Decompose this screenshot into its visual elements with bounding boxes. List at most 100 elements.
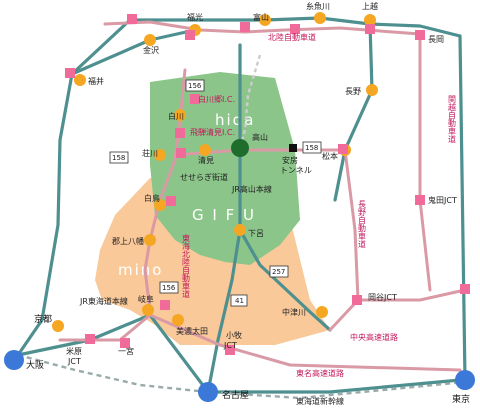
region-mino: mino: [118, 261, 163, 279]
route-shield-158a: 158: [109, 151, 129, 164]
label-nakatsugawa: 中津川: [282, 307, 306, 317]
rail-fukui-kanazawa: [70, 28, 197, 76]
ic-marker-2[interactable]: [240, 22, 250, 32]
hida-region: [150, 72, 300, 265]
rail-takayama-gero: [238, 146, 332, 332]
ic-marker-10[interactable]: [176, 148, 186, 158]
ic-marker-14[interactable]: [352, 295, 362, 305]
label-jr-takayama: JR高山本線: [231, 184, 272, 194]
label-nagoya: 名古屋: [222, 389, 249, 401]
rail-east: [458, 34, 467, 382]
label-shirakawa: 白川: [168, 111, 184, 121]
route-shield-156b: 156: [159, 281, 179, 294]
abo-tunnel-marker: [289, 144, 297, 152]
region-hida: hida: [215, 111, 255, 129]
city-marker-osaka[interactable]: [4, 350, 24, 370]
station-dot-toyama[interactable]: [259, 14, 271, 26]
label-tomei-exp: 東名高速道路: [296, 368, 344, 378]
station-dot-nakatsugawa[interactable]: [316, 306, 328, 318]
ic-marker-16[interactable]: [120, 338, 130, 348]
station-dot-gujo[interactable]: [144, 234, 156, 246]
label-fujimi-jct: 鬼田JCT: [428, 195, 457, 205]
rail-tokaido: [16, 313, 462, 394]
label-matsumoto: 松本: [322, 151, 338, 161]
label-tokai-hokuriku-exp: 東海北陸自動車道: [182, 233, 191, 299]
ic-marker-11[interactable]: [338, 144, 348, 154]
station-dot-shirotori[interactable]: [154, 199, 166, 211]
label-minoota: 美濃太田: [176, 326, 208, 336]
ic-marker-19[interactable]: [460, 284, 470, 294]
ic-marker-17[interactable]: [225, 345, 235, 355]
ic-marker-6[interactable]: [65, 68, 75, 78]
station-dot-kiyomi[interactable]: [199, 144, 211, 156]
label-takayama: 高山: [252, 132, 268, 142]
station-dot-gero[interactable]: [234, 224, 246, 236]
label-osaka: 大阪: [26, 359, 44, 371]
takayama-marker[interactable]: [231, 139, 249, 157]
exp-meishin: [58, 313, 462, 372]
station-dot-joetsu[interactable]: [364, 14, 376, 26]
station-dot-minoota[interactable]: [172, 314, 184, 326]
station-dot-gifu[interactable]: [142, 304, 154, 316]
svg-text:158: 158: [112, 154, 125, 162]
jr-takayama-dashed: [238, 54, 262, 149]
interchange-markers: [65, 14, 470, 355]
label-fukui: 福井: [88, 76, 104, 86]
label-tokyo: 東京: [452, 393, 470, 405]
ic-marker-9[interactable]: [175, 128, 185, 138]
label-fukumitsu: 福光: [187, 12, 203, 22]
label-jr-tokaido: JR東海道本線: [79, 296, 128, 306]
station-dot-shokawa[interactable]: [154, 149, 166, 161]
rail-west-coast: [16, 18, 132, 357]
station-dot-itoigawa[interactable]: [314, 12, 326, 24]
svg-text:41: 41: [235, 297, 244, 305]
station-dot-nagano[interactable]: [366, 84, 378, 96]
ic-marker-7[interactable]: [185, 30, 195, 40]
label-nagaoka: 長岡: [428, 35, 444, 44]
label-toyama: 富山: [253, 12, 269, 22]
city-marker-nagoya[interactable]: [198, 382, 218, 402]
exp-kanetsu: [418, 32, 432, 292]
label-kanetsu-exp: 関越自動車道: [448, 95, 457, 144]
label-hidakiyomi-ic: 飛騨清見I.C.: [190, 127, 235, 137]
station-dot-shirakawa[interactable]: [174, 109, 186, 121]
ic-marker-4[interactable]: [365, 24, 375, 34]
label-kanazawa: 金沢: [143, 45, 159, 55]
svg-text:158: 158: [305, 144, 318, 152]
route-shields: 156 158 158 156 257 41: [109, 79, 322, 307]
ic-marker-1[interactable]: [127, 14, 137, 24]
route-shield-158b: 158: [302, 141, 322, 154]
exp-nagano: [343, 148, 360, 302]
station-dot-fukui[interactable]: [74, 74, 86, 86]
label-tokaido-shinkansen: 東海道新幹線: [296, 396, 344, 406]
rail-matsumoto-nagano: [333, 22, 374, 202]
label-joetsu: 上越: [362, 1, 378, 11]
label-okaya-jct: 岡谷JCT: [368, 293, 397, 302]
route-shield-41: 41: [230, 294, 248, 307]
ic-marker-18[interactable]: [85, 334, 95, 344]
ic-marker-12[interactable]: [166, 196, 176, 206]
ic-marker-3[interactable]: [290, 24, 300, 34]
rail-gero-nagoya: [206, 228, 242, 394]
ic-marker-15[interactable]: [160, 300, 170, 310]
label-kyoto: 京都: [34, 313, 52, 325]
label-nagano: 長野: [345, 87, 361, 96]
label-gifu: 岐阜: [138, 294, 154, 304]
city-marker-tokyo[interactable]: [455, 370, 475, 390]
route-shield-257: 257: [269, 265, 289, 278]
label-gujo: 郡上八幡: [112, 236, 144, 246]
svg-text:257: 257: [272, 268, 285, 276]
ic-marker-8[interactable]: [190, 94, 200, 104]
label-abo-tunnel: 安房トンネル: [280, 155, 312, 175]
route-shield-156a: 156: [185, 79, 205, 92]
label-hokuriku-exp: 北陸自動車道: [268, 32, 316, 42]
ic-marker-13[interactable]: [415, 195, 425, 205]
station-dot-kanazawa[interactable]: [144, 34, 156, 46]
exp-chuo: [328, 288, 467, 332]
station-dot-kyoto[interactable]: [52, 320, 64, 332]
label-shirakawago-ic: 白川郷I.C.: [198, 94, 235, 104]
ic-marker-5[interactable]: [415, 30, 425, 40]
